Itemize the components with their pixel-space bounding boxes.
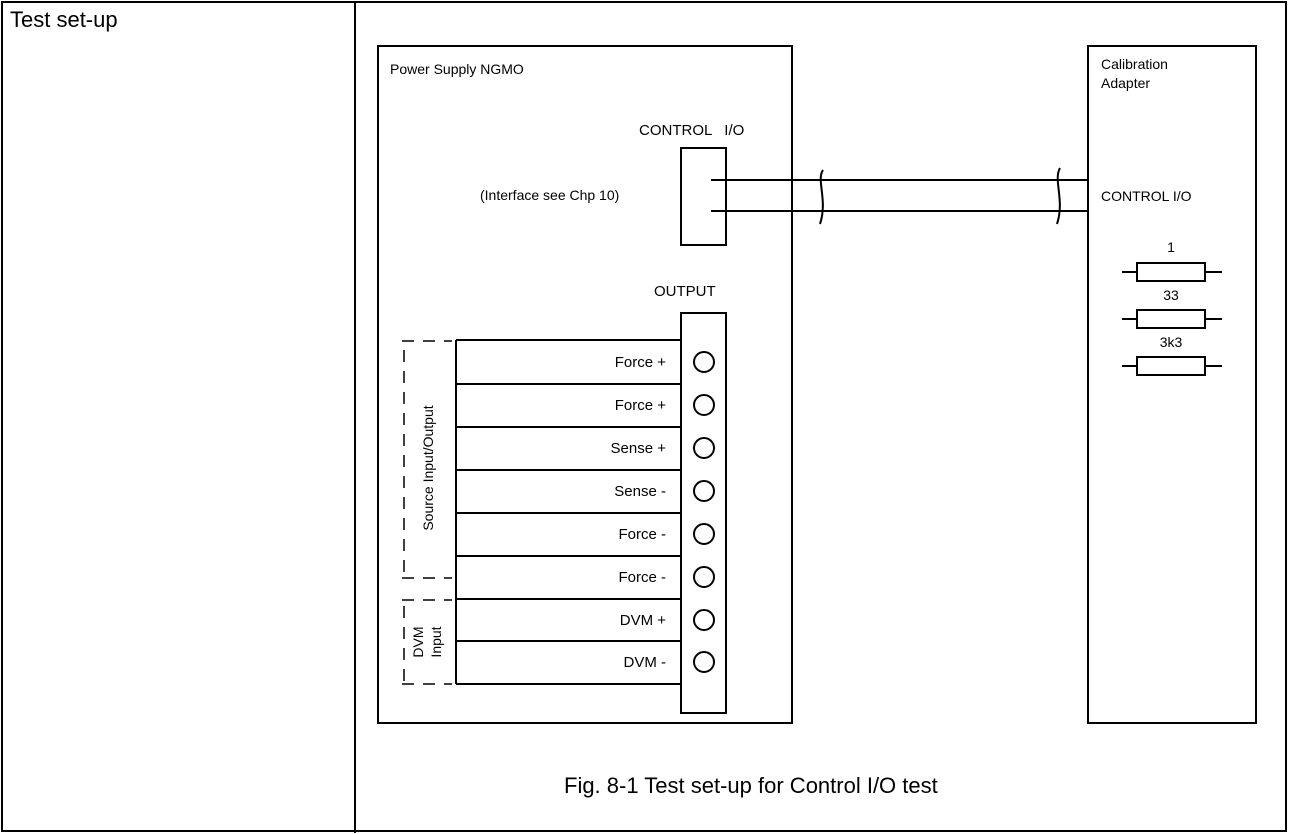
terminal-label: Sense - <box>614 483 666 500</box>
terminal-label: DVM + <box>620 612 667 629</box>
interface-note: (Interface see Chp 10) <box>480 187 619 203</box>
source-group-label: Source Input/Output <box>420 405 436 530</box>
output-socket <box>693 523 715 545</box>
resistor-3k3 <box>1136 356 1206 376</box>
terminal-label: Force + <box>615 397 667 414</box>
power-supply-title: Power Supply NGMO <box>390 61 524 77</box>
output-socket <box>693 351 715 373</box>
resistor-33 <box>1136 309 1206 329</box>
figure-caption: Fig. 8-1 Test set-up for Control I/O tes… <box>564 773 938 798</box>
adapter-title-line1: Calibration <box>1101 56 1168 72</box>
output-socket <box>693 609 715 631</box>
control-io-label: CONTROL I/O <box>639 122 744 139</box>
column-divider <box>354 1 356 833</box>
section-label: Test set-up <box>10 7 118 32</box>
terminal-label: Sense + <box>611 440 667 457</box>
output-socket <box>693 651 715 673</box>
adapter-title-line2: Adapter <box>1101 75 1150 91</box>
calibration-adapter-box <box>1087 45 1257 724</box>
output-label: OUTPUT <box>654 283 716 300</box>
resistor-value: 33 <box>1163 287 1179 303</box>
control-io-connector <box>680 147 727 246</box>
terminal-label: Force - <box>618 526 666 543</box>
cable-break-mark-left <box>819 169 824 225</box>
output-socket <box>693 394 715 416</box>
resistor-value: 1 <box>1167 239 1175 255</box>
output-socket <box>693 480 715 502</box>
resistor-value: 3k3 <box>1160 334 1183 350</box>
output-socket <box>693 566 715 588</box>
output-socket <box>693 437 715 459</box>
terminal-label: Force + <box>615 354 667 371</box>
terminal-label: DVM - <box>624 654 667 671</box>
adapter-control-io-label: CONTROL I/O <box>1101 188 1192 204</box>
cable-break-mark-right <box>1056 167 1061 225</box>
power-supply-box <box>377 45 793 724</box>
dvm-group-label-line2: Input <box>428 626 444 657</box>
dvm-group-label-line1: DVM <box>410 626 426 657</box>
terminal-label: Force - <box>618 569 666 586</box>
resistor-1 <box>1136 262 1206 282</box>
